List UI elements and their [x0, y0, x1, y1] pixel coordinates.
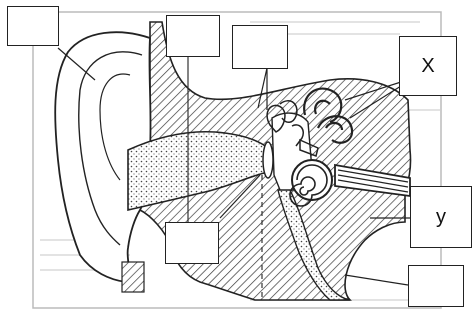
- label-box-top-middle[interactable]: [166, 15, 220, 57]
- label-box-bottom-right[interactable]: [408, 265, 464, 307]
- label-box-ear-canal[interactable]: [165, 222, 219, 264]
- earlobe-base: [122, 262, 144, 292]
- label-box-x[interactable]: X: [399, 36, 457, 96]
- eardrum: [263, 142, 273, 178]
- label-box-y[interactable]: y: [410, 186, 472, 248]
- label-box-outer-ear[interactable]: [7, 6, 59, 46]
- label-box-ossicles[interactable]: [232, 25, 288, 69]
